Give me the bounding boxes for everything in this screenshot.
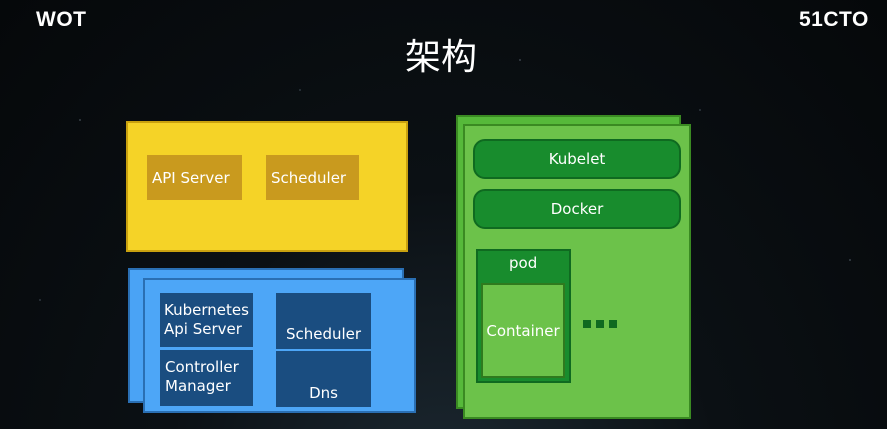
controller-manager-line2: Manager	[165, 377, 231, 395]
kubelet-box: Kubelet	[473, 139, 681, 179]
kubernetes-api-line1: Kubernetes	[164, 301, 249, 319]
dns-box: Dns	[276, 351, 371, 407]
blue-scheduler-box: Scheduler	[276, 293, 371, 349]
page-title: 架构	[405, 37, 478, 78]
wot-logo: WOT	[36, 8, 87, 31]
ellipsis-dot-3	[609, 320, 617, 328]
ellipsis-dot-2	[596, 320, 604, 328]
kubernetes-api-server-box: Kubernetes Api Server	[160, 293, 253, 347]
api-server-box: API Server	[147, 155, 242, 200]
blue-scheduler-label: Scheduler	[285, 325, 362, 343]
kubernetes-api-line2: Api Server	[164, 320, 242, 338]
ellipsis-dot-1	[583, 320, 591, 328]
dns-label: Dns	[309, 384, 338, 402]
scheduler-box: Scheduler	[266, 155, 359, 200]
controller-manager-line1: Controller	[165, 358, 239, 376]
controller-manager-box: Controller Manager	[160, 350, 253, 406]
51cto-logo: 51CTO	[799, 8, 869, 31]
pod-label: pod	[509, 254, 538, 272]
docker-box: Docker	[473, 189, 681, 229]
container-box: Container	[481, 283, 565, 378]
